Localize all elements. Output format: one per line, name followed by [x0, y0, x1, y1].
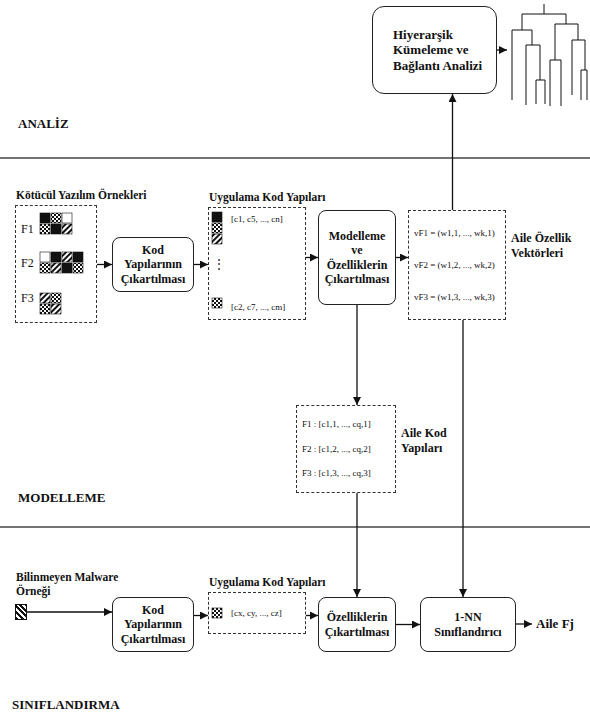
node-text: Özelliklerin Çıkartılması [322, 607, 393, 642]
dendrogram [512, 4, 587, 106]
node-body: F1F2F3 [16, 206, 96, 322]
node-body: Özelliklerin Çıkartılması [319, 598, 395, 651]
section-divider [0, 526, 590, 528]
node-text: Modelleme ve Özelliklerin Çıkartılması [322, 226, 393, 290]
flow-arrow [194, 264, 208, 265]
section-divider [0, 157, 590, 159]
flow-arrow [396, 624, 420, 625]
arrow-to-dendrogram [497, 49, 507, 50]
node-text: vF1 = (w1,1, ..., wk,1) [414, 228, 495, 239]
node-body: vF1 = (w1,1, ..., wk,1) vF2 = (w1,2, ...,… [409, 211, 505, 319]
process-box: Kod Yapılarının Çıkartılması [112, 597, 194, 652]
flow-arrow [462, 320, 463, 597]
node-text: Kod Yapılarının Çıkartılması [116, 240, 190, 289]
node-body: [cx, cy, ..., cz] [209, 593, 305, 633]
node-body: Kod Yapılarının Çıkartılması [113, 238, 193, 291]
classifier-box: 1-NN Sınıflandırıcı [420, 597, 516, 652]
group-heading: Uygulama Kod Yapıları [209, 576, 326, 588]
arrow-to-result [516, 623, 532, 624]
code-block-icons [40, 212, 222, 618]
flow-arrow [97, 264, 112, 265]
node-text: [c2, c7, ..., cm] [231, 302, 285, 313]
flow-arrow [396, 257, 408, 258]
flow-arrow [356, 493, 357, 597]
node-body: F1 : [c1,1, ..., cq,1] F2 : [c1,2, ..., c… [297, 406, 395, 492]
group-heading: Bilinmeyen Malware Örneği [16, 571, 136, 599]
node-text: 1-NN Sınıflandırıcı [424, 607, 512, 642]
node-text: Hiyerarşik Kümeleme ve Bağlantı Analizi [383, 24, 493, 77]
node-text: F3 : [c1,3, ..., cq,3] [302, 468, 371, 479]
group-heading: Uygulama Kod Yapıları [209, 191, 326, 203]
flow-arrow [306, 615, 318, 616]
family-code-group: F1 : [c1,1, ..., cq,1] F2 : [c1,2, ..., c… [296, 405, 396, 493]
node-text: [c1, c5, ..., cn] [231, 214, 283, 225]
process-box: Kod Yapılarının Çıkartılması [112, 237, 194, 292]
unknown-sample: Bilinmeyen Malware Örneği [15, 604, 27, 620]
node-body: Modelleme ve Özelliklerin Çıkartılması [319, 211, 395, 304]
node-text: F3 [21, 291, 34, 306]
ellipsis-mark: ⋮ [213, 258, 225, 270]
node-text: vF3 = (w1,3, ..., wk,3) [414, 292, 495, 303]
sample-group: F1F2F3Kötücül Yazılım Örnekleri [15, 205, 97, 323]
node-text: Kod Yapılarının Çıkartılması [116, 600, 190, 649]
node-text: F1 : [c1,1, ..., cq,1] [302, 419, 371, 430]
node-text: vF2 = (w1,2, ..., wk,2) [414, 260, 495, 271]
group-heading: Kötücül Yazılım Örnekleri [16, 189, 147, 201]
node-text: F2 [21, 256, 34, 271]
node-body: [c1, c5, ..., cn] ⋮ [c2, c7, ..., cm] [209, 208, 305, 319]
flow-arrow [306, 257, 318, 258]
section-label: ANALİZ [18, 116, 69, 132]
section-label: MODELLEME [18, 490, 105, 506]
node-text: F2 : [c1,2, ..., cq,2] [302, 444, 371, 455]
code-list-group: [cx, cy, ..., cz]Uygulama Kod Yapıları [208, 592, 306, 634]
section-label: SINIFLANDIRMA [12, 697, 120, 713]
flow-arrow [452, 94, 453, 210]
node-body: Kod Yapılarının Çıkartılması [113, 598, 193, 651]
process-box: Özelliklerin Çıkartılması [318, 597, 396, 652]
process-box: Modelleme ve Özelliklerin Çıkartılması [318, 210, 396, 305]
side-caption: Aile Kod Yapıları [401, 426, 453, 456]
flow-arrow [27, 611, 112, 612]
node-body: 1-NN Sınıflandırıcı [421, 598, 515, 651]
node-body: Hiyerarşik Kümeleme ve Bağlantı Analizi [373, 7, 496, 93]
vector-group: vF1 = (w1,1, ..., wk,1) vF2 = (w1,2, ...,… [408, 210, 506, 320]
node-text: [cx, cy, ..., cz] [231, 608, 282, 619]
result-label: Aile Fj [536, 616, 574, 632]
node-text: F1 [21, 222, 34, 237]
flow-arrow [194, 615, 208, 616]
flow-arrow [356, 305, 357, 405]
node-body [16, 605, 26, 619]
side-caption: Aile Özellik Vektörleri [511, 231, 587, 261]
code-list-group: [c1, c5, ..., cn]⋮[c2, c7, ..., cm]Uygul… [208, 207, 306, 320]
analysis-box: Hiyerarşik Kümeleme ve Bağlantı Analizi [372, 6, 497, 94]
